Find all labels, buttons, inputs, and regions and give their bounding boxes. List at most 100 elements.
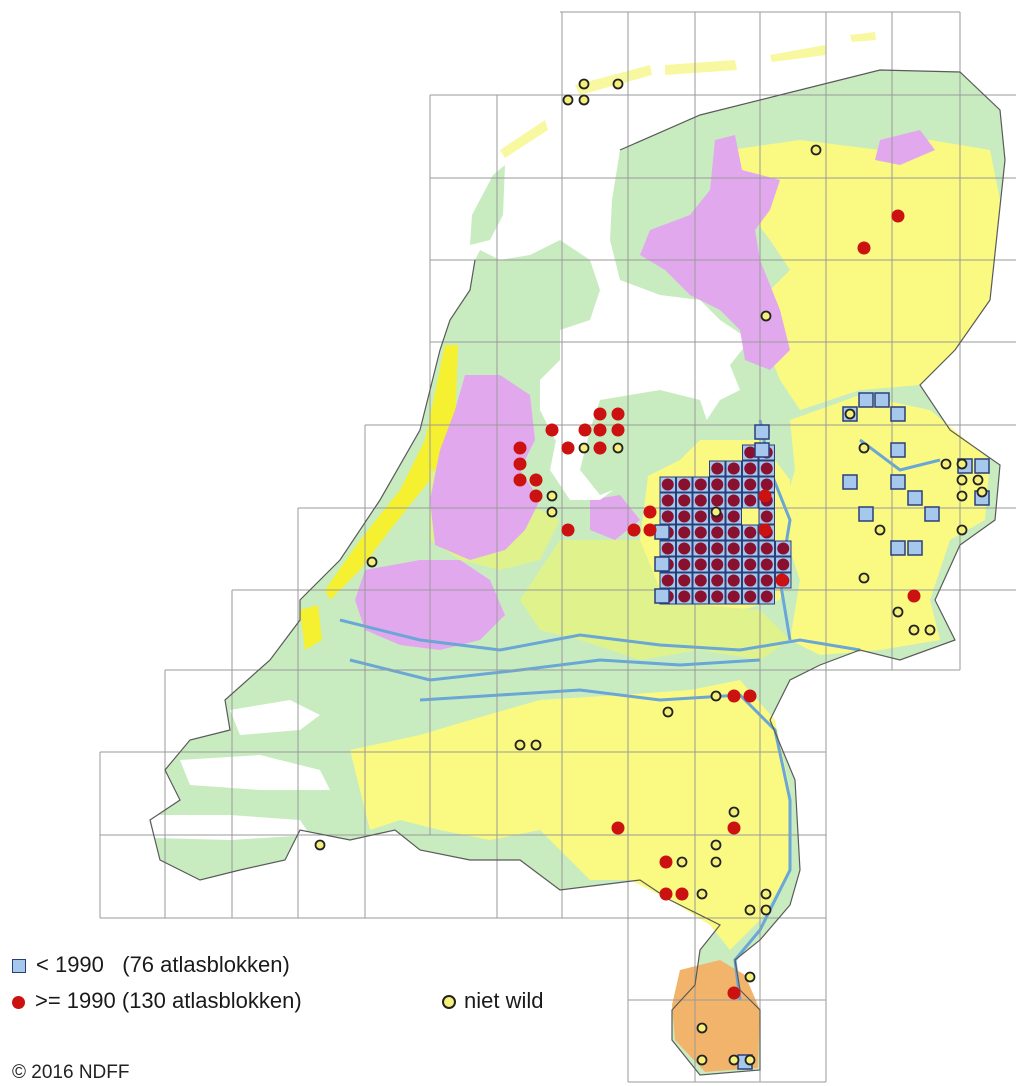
block-cell-dot (727, 558, 740, 571)
blue-square (654, 524, 670, 540)
red-dot (857, 241, 871, 255)
block-cell-dot (760, 462, 773, 475)
red-dot (611, 821, 625, 835)
red-dot (675, 887, 689, 901)
block-cell-dot (678, 526, 691, 539)
river-waal (349, 658, 761, 682)
yellow-ring (810, 144, 822, 156)
island-vlieland (500, 120, 548, 158)
yellow-ring (710, 506, 722, 518)
red-dot (529, 473, 543, 487)
blue-square (754, 442, 770, 458)
yellow-ring (760, 904, 772, 916)
yellow-ring (696, 1022, 708, 1034)
block-cell-dot (777, 558, 790, 571)
yellow-ring (530, 739, 542, 751)
red-dot (643, 523, 657, 537)
land-areas (150, 32, 1005, 1075)
yellow-east (780, 395, 990, 655)
island-ameland (665, 60, 737, 75)
not-wild-rings (314, 78, 988, 1066)
blue-square (924, 506, 940, 522)
red-dot (513, 457, 527, 471)
red-dot (627, 523, 641, 537)
blue-square-icon (12, 959, 26, 974)
yellow-south (350, 680, 790, 950)
block-cell-dot (694, 478, 707, 491)
yellow-ring (728, 806, 740, 818)
yellow-ring (696, 888, 708, 900)
red-dot (907, 589, 921, 603)
red-dot (593, 423, 607, 437)
block-cell-dot (694, 510, 707, 523)
block-cell-dot (744, 574, 757, 587)
block-cell-dot (711, 574, 724, 587)
river-rhine (339, 618, 861, 652)
yellow-ring (908, 624, 920, 636)
yellow-ring (956, 474, 968, 486)
island-texel (470, 165, 505, 245)
copyright: © 2016 NDFF (12, 1062, 130, 1083)
block-cell-dot (727, 462, 740, 475)
block-cell-dot (760, 478, 773, 491)
block-cell-dot (760, 558, 773, 571)
yellow-ring (546, 506, 558, 518)
dense-observation-blocks (659, 444, 792, 605)
block-cell-dot (661, 494, 674, 507)
block-cell-dot (711, 526, 724, 539)
red-dot-icon (12, 995, 25, 1009)
yellow-ring (562, 94, 574, 106)
block-cell-dot (744, 462, 757, 475)
yellow-ring (940, 458, 952, 470)
block-cell-dot (711, 494, 724, 507)
yellow-ring (892, 606, 904, 618)
block-cell-dot (694, 558, 707, 571)
blue-square (890, 474, 906, 490)
block-cell-dot (744, 590, 757, 603)
yellow-ring (612, 78, 624, 90)
yellow-ring (924, 624, 936, 636)
yellow-ring (578, 442, 590, 454)
red-dot (891, 209, 905, 223)
yellow-ring (744, 971, 756, 983)
blue-square (842, 474, 858, 490)
yellow-ring (578, 94, 590, 106)
block-cell-dot (694, 590, 707, 603)
block-cell-dot (744, 542, 757, 555)
blue-square (874, 392, 890, 408)
block-cell-dot (694, 494, 707, 507)
legend-label-before-1990: < 1990 (36, 952, 104, 977)
yellow-ring (844, 408, 856, 420)
red-dot (659, 887, 673, 901)
red-dot (611, 407, 625, 421)
yellow-ring (744, 1054, 756, 1066)
block-cell-dot (760, 574, 773, 587)
block-cell-dot (661, 574, 674, 587)
block-cell-dot (661, 510, 674, 523)
lilac-holland (430, 375, 540, 560)
block-cell-dot (678, 478, 691, 491)
block-cell-dot (744, 526, 757, 539)
legend-label-after-1990: >= 1990 (35, 988, 116, 1013)
block-cell-dot (760, 590, 773, 603)
country-outline (149, 69, 1006, 1076)
red-dot (727, 821, 741, 835)
yellow-ring (676, 856, 688, 868)
island-rottumeroog (850, 32, 876, 42)
legend-count-before-1990: (76 atlasblokken) (122, 952, 290, 977)
yellow-ring (662, 706, 674, 718)
yellow-ring (366, 556, 378, 568)
lilac-northeast (875, 130, 935, 165)
block-cell-dot (727, 542, 740, 555)
yellow-ring (760, 310, 772, 322)
yellow-ring (858, 572, 870, 584)
red-dot (727, 689, 741, 703)
blue-square (890, 406, 906, 422)
yellow-ring (710, 839, 722, 851)
yellow-ring (314, 839, 326, 851)
legend-item-not-wild: niet wild (442, 988, 543, 1014)
markermeer (540, 370, 600, 440)
block-cell-dot (711, 590, 724, 603)
yellow-ring (612, 442, 624, 454)
red-dot (727, 986, 741, 1000)
